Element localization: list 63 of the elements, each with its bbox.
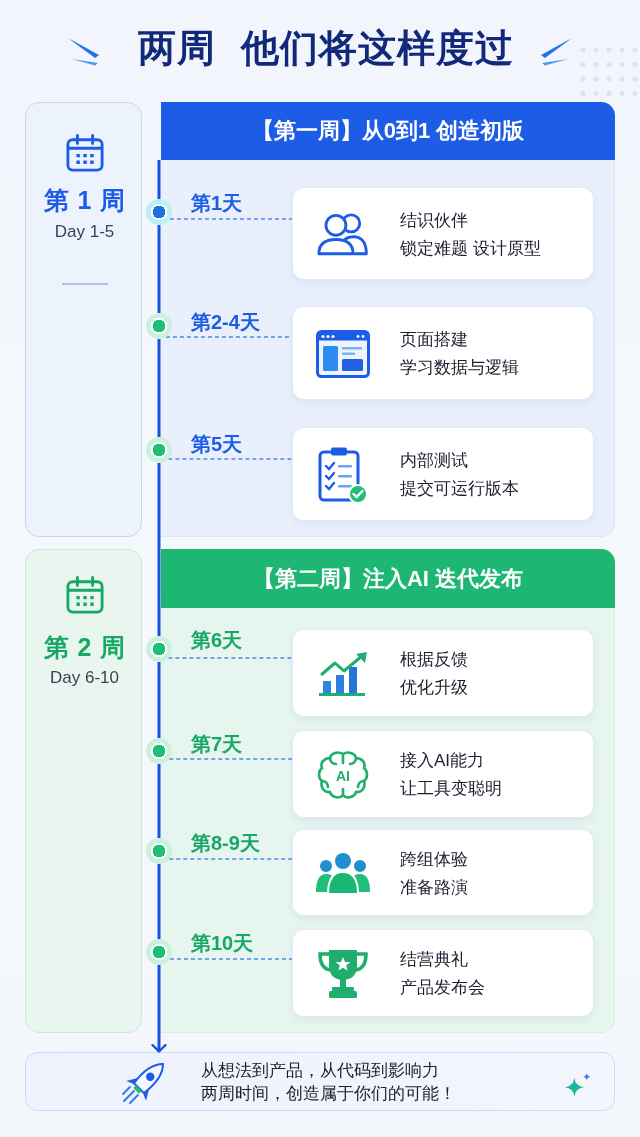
footer-banner <box>25 1052 615 1111</box>
edge-label: 第8-9天 <box>191 831 260 855</box>
edge-label: 第5天 <box>191 432 243 456</box>
task-text: 结识伙伴 <box>400 210 468 231</box>
timeline-dot <box>146 636 172 662</box>
timeline-arrow <box>151 965 167 1053</box>
dashed-connector <box>167 458 293 460</box>
task-text: 学习数据与逻辑 <box>400 357 519 379</box>
task-text: 根据反馈 <box>400 649 468 671</box>
week-panel <box>161 549 615 1033</box>
slogan-text: 从想法到产品，从代码到影响力 <box>201 1060 439 1082</box>
timeline-line <box>157 463 161 636</box>
timeline-dot <box>146 199 172 225</box>
timeline-dot <box>146 939 172 965</box>
dashed-connector <box>167 657 293 659</box>
dashed-connector <box>169 218 293 220</box>
week-heading: 第 1 周 <box>43 185 126 215</box>
dashed-connector <box>169 958 293 960</box>
task-text: 内部测试 <box>400 450 468 472</box>
task-card <box>292 187 594 280</box>
timeline-line <box>157 864 161 939</box>
task-text: 优化升级 <box>400 677 468 699</box>
timeline-line <box>157 662 161 738</box>
dashed-connector <box>168 758 293 760</box>
dashed-connector <box>168 858 293 860</box>
task-text: 跨组体验 <box>400 849 468 870</box>
panel-header: 【第一周】从0到1 创造初版 <box>161 102 615 160</box>
task-card <box>292 929 594 1017</box>
task-card <box>292 730 594 818</box>
task-card <box>292 629 594 717</box>
title: 两周 他们将这样度过 <box>137 26 515 72</box>
task-text: 产品发布会 <box>400 977 485 999</box>
panel-header: 【第二周】注入AI 迭代发布 <box>161 549 615 608</box>
timeline-line <box>157 225 161 313</box>
timeline-dot <box>146 313 172 339</box>
edge-label: 第6天 <box>191 628 243 652</box>
task-card <box>292 829 594 916</box>
timeline-line <box>157 764 161 838</box>
timeline-dot <box>146 738 172 764</box>
task-text: 页面搭建 <box>400 329 468 351</box>
task-card <box>292 427 594 521</box>
day-range: Day 1-5 <box>54 221 115 243</box>
task-text: 让工具变聪明 <box>400 778 502 800</box>
edge-label: 第7天 <box>191 732 243 756</box>
timeline-dot <box>146 437 172 463</box>
edge-label: 第10天 <box>191 931 254 955</box>
task-text: 锁定难题 设计原型 <box>400 238 541 259</box>
task-text: 结营典礼 <box>400 949 468 971</box>
task-card <box>292 306 594 400</box>
edge-label: 第2-4天 <box>191 310 260 334</box>
timeline-dot <box>146 838 172 864</box>
day-range: Day 6-10 <box>50 667 119 689</box>
slogan-text: 两周时间，创造属于你们的可能！ <box>201 1083 456 1105</box>
week-sidebar <box>25 102 142 537</box>
task-text: 接入AI能力 <box>400 750 485 772</box>
week-heading: 第 2 周 <box>43 632 126 662</box>
edge-label: 第1天 <box>191 191 243 215</box>
week-panel <box>161 102 615 537</box>
icon-label: AI <box>336 767 350 785</box>
timeline-line <box>157 339 161 437</box>
task-text: 准备路演 <box>400 877 468 898</box>
task-text: 提交可运行版本 <box>400 478 519 500</box>
week-sidebar <box>25 549 142 1033</box>
